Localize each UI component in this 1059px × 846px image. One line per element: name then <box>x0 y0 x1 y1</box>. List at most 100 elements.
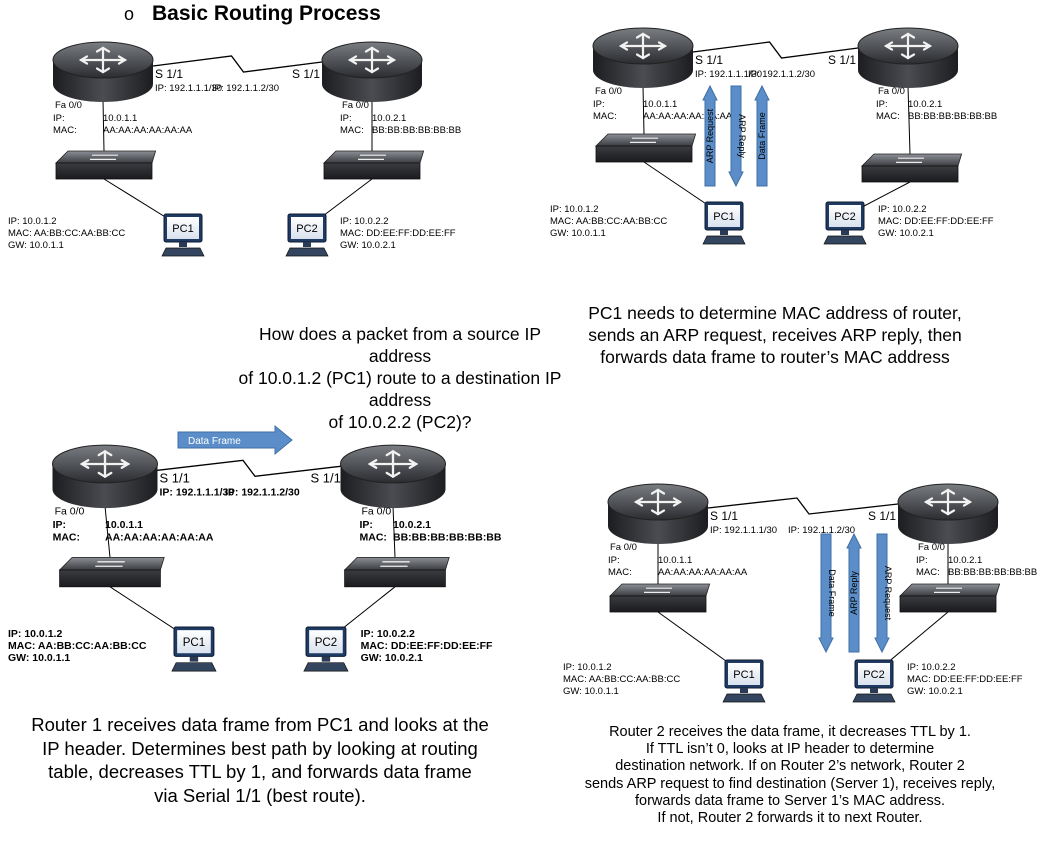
r1-mac-value: AA:AA:AA:AA:AA:AA <box>643 111 733 122</box>
pc-keyboard <box>852 693 896 703</box>
serial-link <box>707 497 899 515</box>
pc2-ip: IP: 10.0.2.2 <box>907 662 956 673</box>
r1-ip-key: IP: <box>593 99 605 110</box>
r2-mac-key: MAC: <box>876 111 900 122</box>
panel-3-caption: Router 1 receives data frame from PC1 an… <box>0 713 520 807</box>
pc-screen <box>708 205 740 227</box>
switch-1-icon <box>58 557 165 588</box>
switch-top <box>323 150 425 164</box>
panel-1-caption: How does a packet from a source IP addre… <box>230 323 570 433</box>
r1-mac-key: MAC: <box>53 125 77 136</box>
pc2-mac: MAC: DD:EE:FF:DD:EE:FF <box>340 228 456 239</box>
switch-2-icon <box>861 153 963 183</box>
caption-line: of 10.0.1.2 (PC1) route to a destination… <box>238 368 562 410</box>
switch-arrows-icon <box>380 561 410 567</box>
switch-arrows-icon <box>90 154 118 160</box>
switch-front <box>609 595 707 613</box>
router-2-icon <box>897 483 999 544</box>
switch-top <box>609 583 711 597</box>
router-arrows-icon <box>367 449 419 479</box>
data-frame-arrow: Data Frame <box>754 84 770 187</box>
arrow-label: ARP Request <box>705 108 715 163</box>
r2-ip-value: 10.0.2.1 <box>908 99 942 110</box>
pc1-ip: IP: 10.0.1.2 <box>550 204 599 215</box>
pc-stand <box>321 656 331 662</box>
router-1-icon <box>592 27 694 88</box>
router-arrows-icon <box>79 449 131 479</box>
r1-serial-ip: IP: 192.1.1.1/30 <box>155 83 222 94</box>
pc1-icon: PC1 <box>161 213 205 257</box>
pc1-icon: PC1 <box>702 201 746 245</box>
arrow-shape <box>874 533 890 654</box>
pc2-icon: PC2 <box>823 201 867 245</box>
switch-top <box>55 150 157 164</box>
r1-ip-value: 10.0.1.1 <box>658 555 692 566</box>
r2-ip-key: IP: <box>916 555 928 566</box>
arrow-label: Data Frame <box>188 436 241 447</box>
link-r1-switch1 <box>102 99 105 152</box>
pc2-ip: IP: 10.0.2.2 <box>361 628 415 640</box>
pc2-mac: MAC: DD:EE:FF:DD:EE:FF <box>907 674 1023 685</box>
arrow-shape <box>818 533 834 654</box>
pc-label: PC2 <box>315 637 337 649</box>
switch-front <box>323 162 421 180</box>
pc2-icon: PC2 <box>852 659 896 703</box>
switch-2-icon <box>323 150 425 180</box>
r2-ip-value: 10.0.2.1 <box>393 519 431 531</box>
pc-keyboard <box>161 247 205 257</box>
switch-arrows-icon <box>896 157 924 163</box>
r1-mac-key: MAC: <box>53 532 80 544</box>
r2-ip-value: 10.0.2.1 <box>948 555 982 566</box>
caption-line: How does a packet from a source IP addre… <box>258 324 542 366</box>
pc-screen <box>309 630 343 654</box>
link-r1-switch1 <box>104 505 111 558</box>
r2-interface-label: Fa 0/0 <box>878 86 905 97</box>
pc2-gw: GW: 10.0.2.1 <box>907 686 963 697</box>
r2-serial-ip: IP: 192.1.1.2/30 <box>225 486 300 498</box>
pc-label: PC2 <box>296 223 317 235</box>
caption-line: IP header. Determines best path by looki… <box>42 737 478 759</box>
pc-keyboard <box>722 693 766 703</box>
arrow-label: ARP Reply <box>737 114 747 158</box>
r1-serial-label: S 1/1 <box>155 67 183 81</box>
switch-arrows-icon <box>644 587 672 593</box>
r1-mac-value: AA:AA:AA:AA:AA:AA <box>103 125 193 136</box>
caption-line: PC1 needs to determine MAC address of ro… <box>588 303 962 323</box>
r2-mac-key: MAC: <box>916 567 940 578</box>
pc-stand <box>189 656 199 662</box>
pc1-mac: MAC: AA:BB:CC:AA:BB:CC <box>8 640 147 652</box>
r1-ip-value: 10.0.1.1 <box>103 113 137 124</box>
caption-line: table, decreases TTL by 1, and forwards … <box>48 761 472 782</box>
r2-serial-label: S 1/1 <box>868 509 896 523</box>
arrow-shape <box>728 85 744 188</box>
r2-interface-label: Fa 0/0 <box>362 505 392 517</box>
pc1-gw: GW: 10.0.1.1 <box>8 652 70 664</box>
pc-screen <box>167 217 199 239</box>
switch-front <box>861 165 959 183</box>
r1-serial-label: S 1/1 <box>710 509 738 523</box>
pc1-gw: GW: 10.0.1.1 <box>8 240 64 251</box>
r2-mac-value: BB:BB:BB:BB:BB:BB <box>948 567 1037 578</box>
r2-ip-key: IP: <box>876 99 888 110</box>
router-2-icon <box>321 41 423 102</box>
pc-keyboard <box>285 247 329 257</box>
caption-line: If not, Router 2 forwards it to next Rou… <box>657 810 923 827</box>
switch-front <box>595 145 693 163</box>
pc2-mac: MAC: DD:EE:FF:DD:EE:FF <box>361 640 493 652</box>
caption-line: of 10.0.2.2 (PC2)? <box>328 412 472 432</box>
arrow-label: ARP Reply <box>849 571 859 615</box>
r1-ip-key: IP: <box>608 555 620 566</box>
pc-screen <box>291 217 323 239</box>
r2-serial-ip: IP: 192.1.1.2/30 <box>212 83 279 94</box>
serial-link <box>152 55 323 73</box>
arrow-shape <box>846 532 862 653</box>
pc2-mac: MAC: DD:EE:FF:DD:EE:FF <box>878 216 994 227</box>
caption-line: via Serial 1/1 (best route). <box>154 784 366 806</box>
panel-4-caption: Router 2 receives the data frame, it dec… <box>560 724 1020 827</box>
serial-link <box>157 459 341 477</box>
r2-ip-key: IP: <box>360 519 373 531</box>
r1-mac-key: MAC: <box>608 567 632 578</box>
